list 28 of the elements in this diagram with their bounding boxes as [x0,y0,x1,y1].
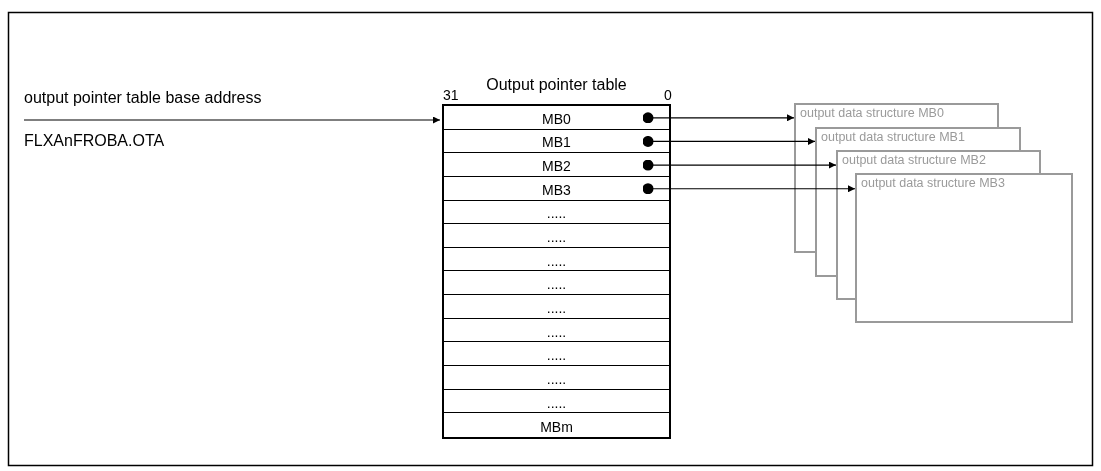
table-title: Output pointer table [485,77,628,93]
register-name: FLXAnFROBA.OTA [24,133,165,149]
table-row: ..... [444,318,669,343]
label-text: output pointer table base address [24,90,262,106]
table-row: MBm [444,413,669,437]
table-row: ..... [444,342,669,367]
table-row: MB0 [444,106,669,130]
bit-number: 31 [443,88,459,102]
data-structure-header: output data structure MB2 [836,150,1041,174]
table-row: ..... [444,389,669,414]
arrow [642,159,837,171]
data-structure-header: output data structure MB0 [794,103,999,128]
table-row: MB2 [444,153,669,177]
arrow [642,112,795,124]
table-row: ..... [444,366,669,390]
table-row: ..... [444,247,669,272]
arrow [642,183,856,195]
table-row: ..... [444,271,669,296]
data-structure-header: output data structure MB1 [815,127,1021,151]
table-row: MB1 [444,129,669,154]
table-row: MB3 [444,176,669,201]
bit-number: 0 [664,88,672,102]
data-structure-box: output data structure MB3 [855,173,1073,323]
table-row: ..... [444,200,669,225]
arrow [23,116,441,124]
arrow [642,135,816,147]
table-row: ..... [444,224,669,248]
table-row: ..... [444,295,669,319]
